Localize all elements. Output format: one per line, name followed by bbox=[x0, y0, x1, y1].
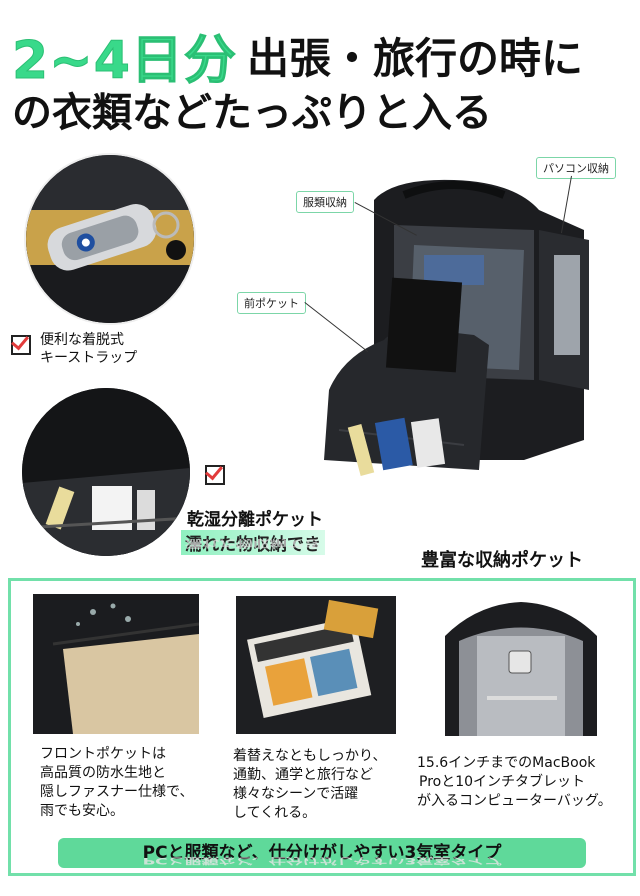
photo3-caption-line1: 15.6インチまでのMacBook bbox=[417, 755, 596, 771]
key-strap-illustration bbox=[26, 155, 194, 323]
clothes-compartment-label: 服類収納 bbox=[296, 191, 354, 213]
photo1-caption: フロントポケットは 高品質の防水生地と 隠しファスナー仕様で、 雨でも安心。 bbox=[40, 745, 193, 821]
photo3-caption: 15.6インチまでのMacBook Proと10インチタブレット が入るコンピュ… bbox=[417, 754, 612, 811]
photo2-caption-line3: 様々なシーンで活躍 bbox=[233, 786, 359, 802]
photo3-caption-line3: が入るコンピューターバッグ。 bbox=[417, 793, 612, 809]
photo2-caption-line2: 通勤、通学と旅行など bbox=[233, 767, 373, 783]
key-strap-check-icon bbox=[11, 335, 31, 355]
laptop-sleeve-illustration bbox=[445, 602, 597, 736]
photo3-caption-line2: Proと10インチタブレット bbox=[419, 774, 586, 790]
wet-dry-title: 乾湿分離ポケット bbox=[187, 510, 323, 530]
photo2-caption: 着替えなともしっかり、 通勤、通学と旅行など 様々なシーンで活躍 してくれる。 bbox=[233, 747, 386, 823]
key-strap-line1: 便利な着脱式 bbox=[40, 332, 124, 348]
front-pocket-photo bbox=[33, 594, 200, 734]
clothes-compartment-photo bbox=[236, 596, 396, 734]
pocket-illustration bbox=[22, 388, 190, 556]
photo1-caption-line3: 隠しファスナー仕様で、 bbox=[40, 784, 194, 800]
magazines-illustration bbox=[236, 596, 396, 734]
wet-dry-pocket-photo bbox=[22, 388, 190, 556]
photo1-caption-line1: フロントポケットは bbox=[40, 746, 166, 762]
headline-days: 2~4日分 bbox=[12, 31, 237, 92]
front-pocket-label: 前ポケット bbox=[237, 292, 306, 314]
backpack-illustration bbox=[324, 179, 589, 476]
photo1-caption-line4: 雨でも安心。 bbox=[40, 803, 124, 819]
key-strap-line2: キーストラップ bbox=[40, 350, 138, 366]
waterproof-illustration bbox=[33, 594, 200, 734]
key-strap-text: 便利な着脱式 キーストラップ bbox=[40, 331, 137, 367]
photo2-caption-line1: 着替えなともしっかり、 bbox=[233, 748, 387, 764]
wet-dry-check-icon bbox=[205, 465, 225, 485]
key-strap-photo bbox=[24, 153, 196, 325]
compartment-type-banner-reflection: PCと服類など、仕分けがしやすい3気室タイプ bbox=[142, 855, 502, 866]
section-title: 豊富な収納ポケット bbox=[421, 550, 583, 571]
headline-line2: の衣類などたっぷりと入る bbox=[12, 90, 492, 136]
pc-compartment-label: パソコン収納 bbox=[536, 157, 616, 179]
pc-compartment-photo bbox=[437, 596, 605, 736]
photo2-caption-line4: してくれる。 bbox=[233, 805, 317, 821]
headline-text-1: 出張・旅行の時に bbox=[246, 34, 583, 83]
photo1-caption-line2: 高品質の防水生地と bbox=[40, 765, 166, 781]
headline-line1: 2~4日分出張・旅行の時に bbox=[12, 18, 583, 93]
backpack-main-photo bbox=[284, 170, 624, 500]
compartment-type-banner: PCと服類など、仕分けがしやすい3気室タイプ bbox=[58, 838, 586, 868]
wet-dry-subtitle-reflection: 濡れた物収納でき bbox=[185, 537, 321, 549]
wet-dry-subtitle: 濡れた物収納でき bbox=[181, 530, 325, 555]
